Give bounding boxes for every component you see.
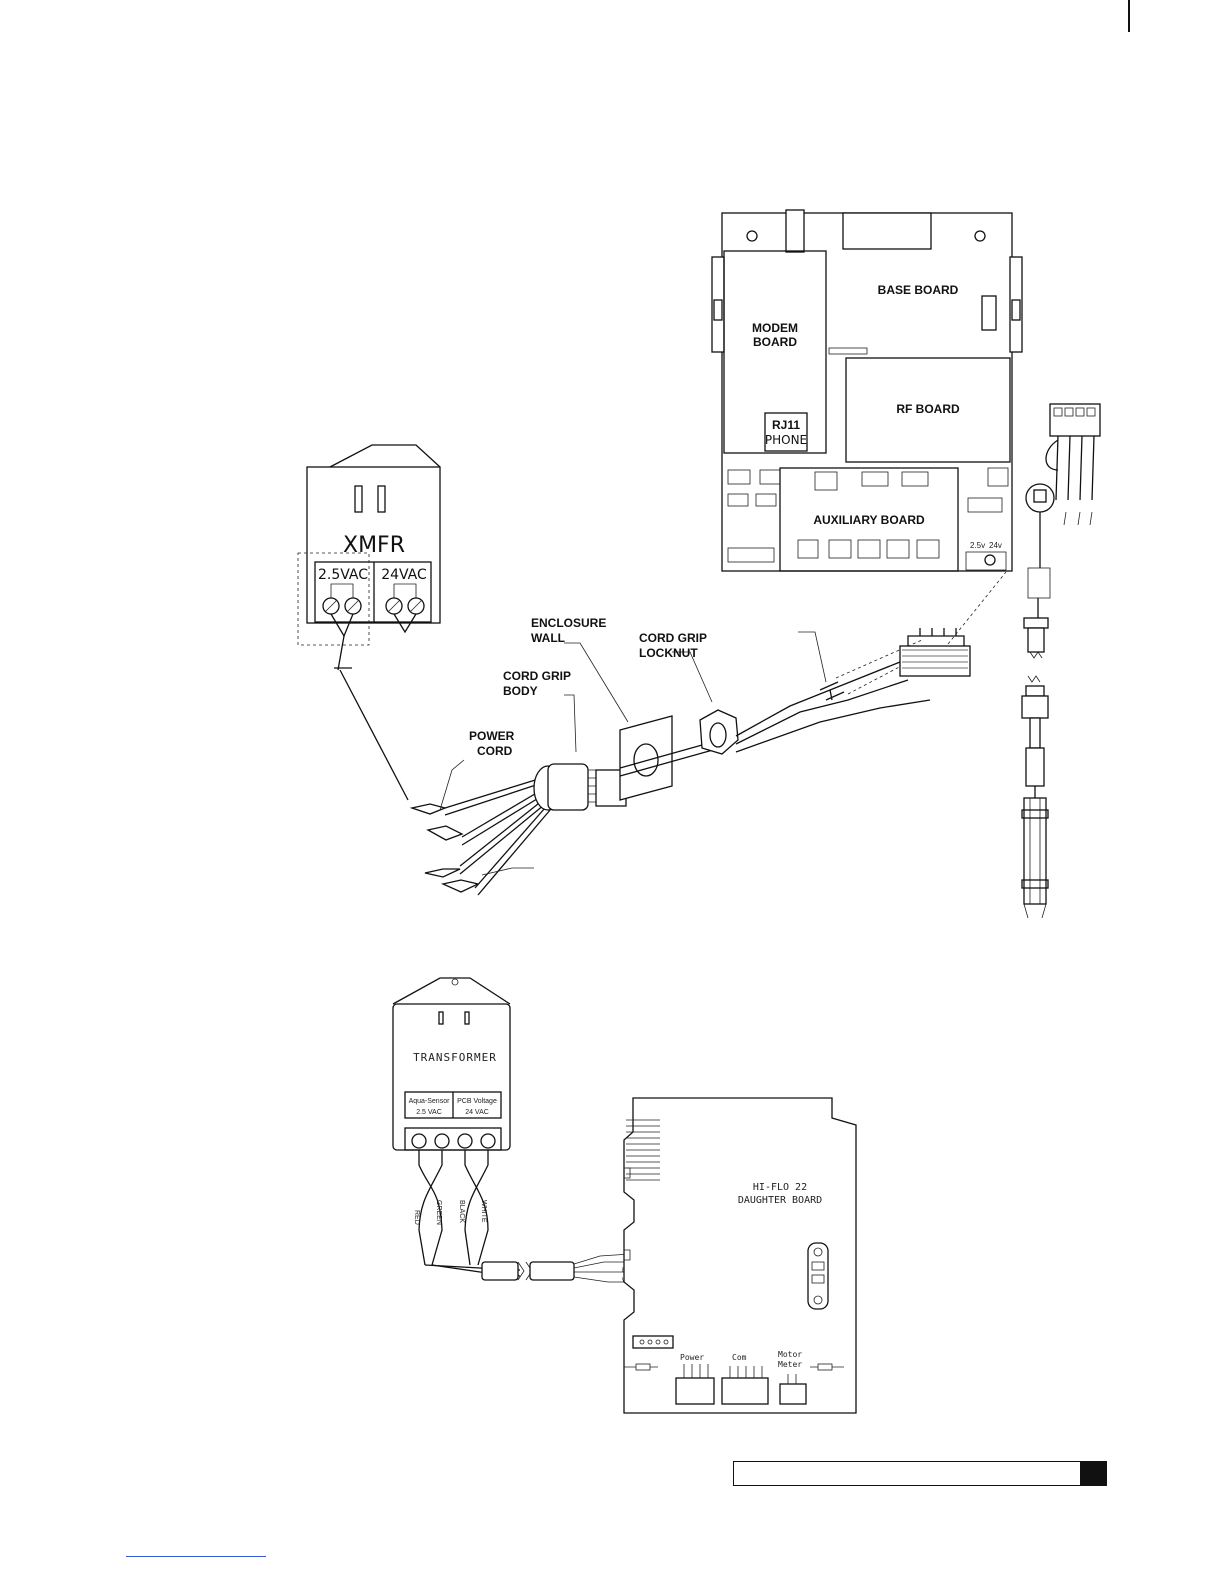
spade-lug-icon — [412, 804, 478, 892]
control-board: MODEM BOARD RJ11 PHONE BASE BOARD RF BOA… — [712, 210, 1022, 571]
wire-black-label: BLACK — [458, 1200, 465, 1223]
terminal-24vac-label: 24VAC — [381, 567, 427, 583]
wire-labels: RED GREEN BLACK WHITE — [413, 1200, 487, 1225]
footer-bar — [733, 1461, 1107, 1486]
power-cord-label-2: CORD — [477, 744, 513, 758]
enclosure-wall-label: ENCLOSURE — [531, 616, 606, 630]
enclosure-wall — [620, 716, 672, 800]
daughter-board-title: HI-FLO 22 — [753, 1182, 807, 1193]
aqua-sensor-voltage: 2.5 VAC — [416, 1109, 442, 1116]
com-connector-label: Com — [732, 1353, 747, 1362]
rf-board-label: RF BOARD — [896, 402, 960, 416]
motor-connector-label: Motor — [778, 1350, 802, 1359]
power-cord-label: POWER — [469, 729, 515, 743]
connector-plug-icon — [900, 646, 970, 676]
auxiliary-board-label: AUXILIARY BOARD — [813, 513, 925, 527]
modem-board-label: MODEM — [752, 321, 798, 335]
footer-link-underline — [126, 1556, 266, 1557]
cord-grip-body-label-2: BODY — [503, 684, 538, 698]
locknut-label-2: LOCKNUT — [639, 646, 698, 660]
locknut-label: CORD GRIP — [639, 631, 707, 645]
sensor-cable — [1022, 404, 1100, 918]
modem-board-label-2: BOARD — [753, 335, 797, 349]
connector-plug-icon — [1050, 404, 1100, 436]
meter-connector-label: Meter — [778, 1360, 802, 1369]
cord-grip-body-label: CORD GRIP — [503, 669, 571, 683]
sensor-header — [633, 1336, 673, 1348]
footer-tab — [1080, 1462, 1106, 1485]
power-connector-label: Power — [680, 1353, 704, 1362]
v25-label: 2.5v — [970, 541, 985, 550]
daughter-board: HI-FLO 22 DAUGHTER BOARD Power Com Motor… — [624, 1098, 856, 1413]
v24-label: 24v — [989, 541, 1002, 550]
daughter-board-subtitle: DAUGHTER BOARD — [738, 1195, 822, 1206]
phone-label: PHONE — [765, 433, 807, 447]
rj11-label: RJ11 — [772, 418, 800, 432]
bottom-transformer: TRANSFORMER Aqua-Sensor 2.5 VAC PCB Volt… — [393, 978, 520, 1276]
wire-white-label: WHITE — [480, 1200, 487, 1223]
xmfr-label: XMFR — [343, 533, 405, 558]
transformer-label: TRANSFORMER — [413, 1051, 497, 1064]
pcb-voltage-value: 24 VAC — [465, 1109, 489, 1116]
wire-red-label: RED — [413, 1210, 420, 1225]
enclosure-wall-label-2: WALL — [531, 631, 565, 645]
terminal-2-5vac-label: 2.5VAC — [318, 567, 368, 583]
base-board-label: BASE BOARD — [878, 283, 959, 297]
aqua-sensor-label: Aqua-Sensor — [409, 1098, 451, 1105]
xmfr-transformer: XMFR 2.5VAC 24VAC — [298, 445, 440, 800]
pcb-voltage-label: PCB Voltage — [457, 1098, 497, 1105]
wire-green-label: GREEN — [435, 1200, 442, 1225]
